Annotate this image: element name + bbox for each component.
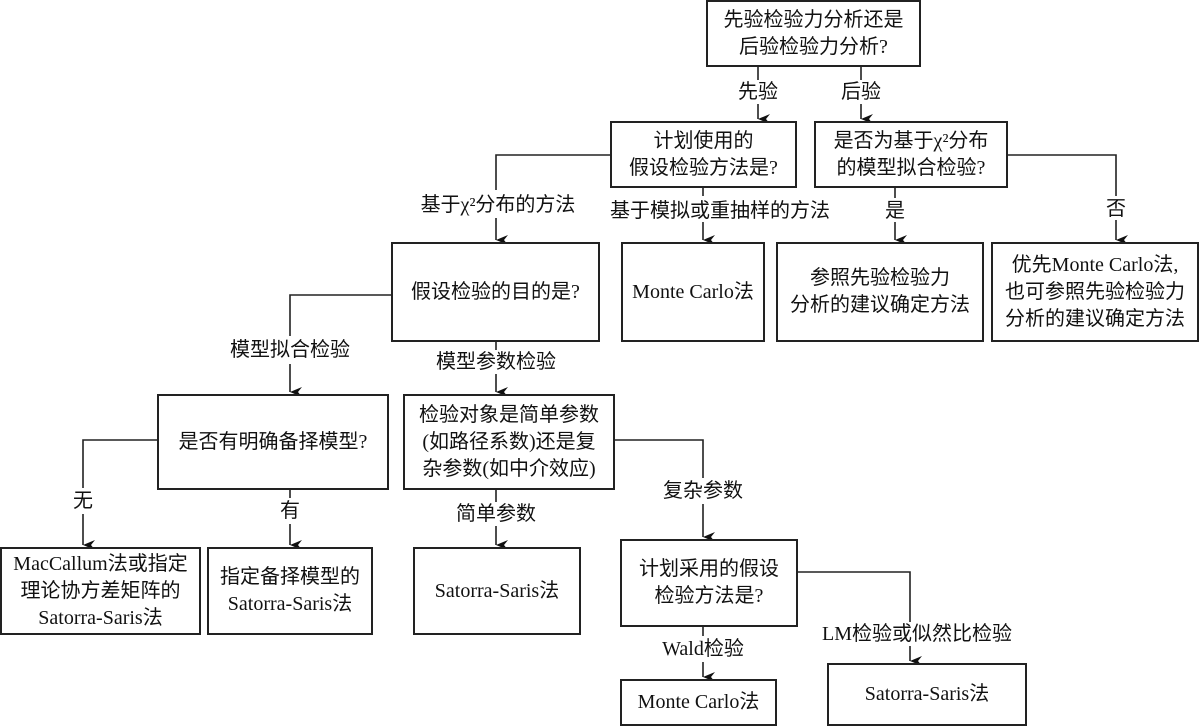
param-type-node: 检验对象是简单参数 (如路径系数)还是复 杂参数(如中介效应) <box>403 394 615 490</box>
monte-carlo-node-1: Monte Carlo法 <box>621 242 765 342</box>
test-purpose-text: 假设检验的目的是? <box>411 280 580 303</box>
alt-model-text: 是否有明确备择模型? <box>178 430 368 453</box>
satorra-text-2: Satorra-Saris法 <box>864 683 990 705</box>
edge-label-simulation-method: 基于模拟或重抽样的方法 <box>608 200 832 222</box>
alt-satorra-node: 指定备择模型的 Satorra-Saris法 <box>207 547 373 635</box>
edge-plan2-lm <box>797 571 910 661</box>
edge-label-wald: Wald检验 <box>660 638 746 660</box>
edge-label-lm-lr: LM检验或似然比检验 <box>820 623 1014 645</box>
edge-label-has: 有 <box>278 500 302 522</box>
edge-label-model-param: 模型参数检验 <box>434 351 558 373</box>
maccallum-text: MacCallum法或指定 理论协方差矩阵的 Satorra-Saris法 <box>13 552 188 629</box>
monte-carlo-text-1: Monte Carlo法 <box>632 280 754 303</box>
plan-method-text: 计划使用的 假设检验方法是? <box>629 129 778 179</box>
param-type-text: 检验对象是简单参数 (如路径系数)还是复 杂参数(如中介效应) <box>419 403 599 480</box>
plan-method-node: 计划使用的 假设检验方法是? <box>610 121 797 188</box>
edge-param-complex <box>614 439 703 537</box>
refer-prior-text: 参照先验检验力 分析的建议确定方法 <box>790 267 970 316</box>
post-chi2-text: 是否为基于χ²分布 的模型拟合检验? <box>833 129 989 179</box>
edge-post-no <box>1007 154 1116 240</box>
satorra-node-2: Satorra-Saris法 <box>827 663 1027 726</box>
edge-label-complex-param: 复杂参数 <box>661 480 745 502</box>
prefer-monte-carlo-node: 优先Monte Carlo法, 也可参照先验检验力 分析的建议确定方法 <box>991 242 1199 342</box>
edge-label-posterior: 后验 <box>839 81 883 103</box>
refer-prior-node: 参照先验检验力 分析的建议确定方法 <box>776 242 984 342</box>
edge-label-chi2-method: 基于χ²分布的方法 <box>418 194 578 216</box>
monte-carlo-text-2: Monte Carlo法 <box>637 691 760 713</box>
edge-label-prior: 先验 <box>736 81 780 103</box>
alt-satorra-text: 指定备择模型的 Satorra-Saris法 <box>220 566 360 615</box>
plan-test-text: 计划采用的假设 检验方法是? <box>639 558 779 607</box>
edge-label-yes: 是 <box>883 200 907 222</box>
satorra-text-1: Satorra-Saris法 <box>434 579 560 602</box>
maccallum-node: MacCallum法或指定 理论协方差矩阵的 Satorra-Saris法 <box>0 547 201 635</box>
plan-test-node: 计划采用的假设 检验方法是? <box>620 539 798 627</box>
monte-carlo-node-2: Monte Carlo法 <box>620 679 777 726</box>
edge-label-none: 无 <box>71 490 95 512</box>
root-question-node: 先验检验力分析还是 后验检验力分析? <box>706 0 921 67</box>
edge-label-model-fit: 模型拟合检验 <box>228 339 352 361</box>
edge-label-no: 否 <box>1104 198 1128 220</box>
edge-label-simple-param: 简单参数 <box>454 503 538 525</box>
edge-plan-chi2 <box>496 154 610 240</box>
test-purpose-node: 假设检验的目的是? <box>391 242 600 342</box>
prefer-monte-carlo-text: 优先Monte Carlo法, 也可参照先验检验力 分析的建议确定方法 <box>1005 253 1185 330</box>
edge-altmodel-none <box>83 439 157 545</box>
edge-purpose-fit <box>290 294 391 392</box>
post-chi2-node: 是否为基于χ²分布 的模型拟合检验? <box>814 121 1008 188</box>
satorra-node-1: Satorra-Saris法 <box>413 547 581 635</box>
root-question-text: 先验检验力分析还是 后验检验力分析? <box>723 8 904 58</box>
alt-model-node: 是否有明确备择模型? <box>157 394 389 490</box>
